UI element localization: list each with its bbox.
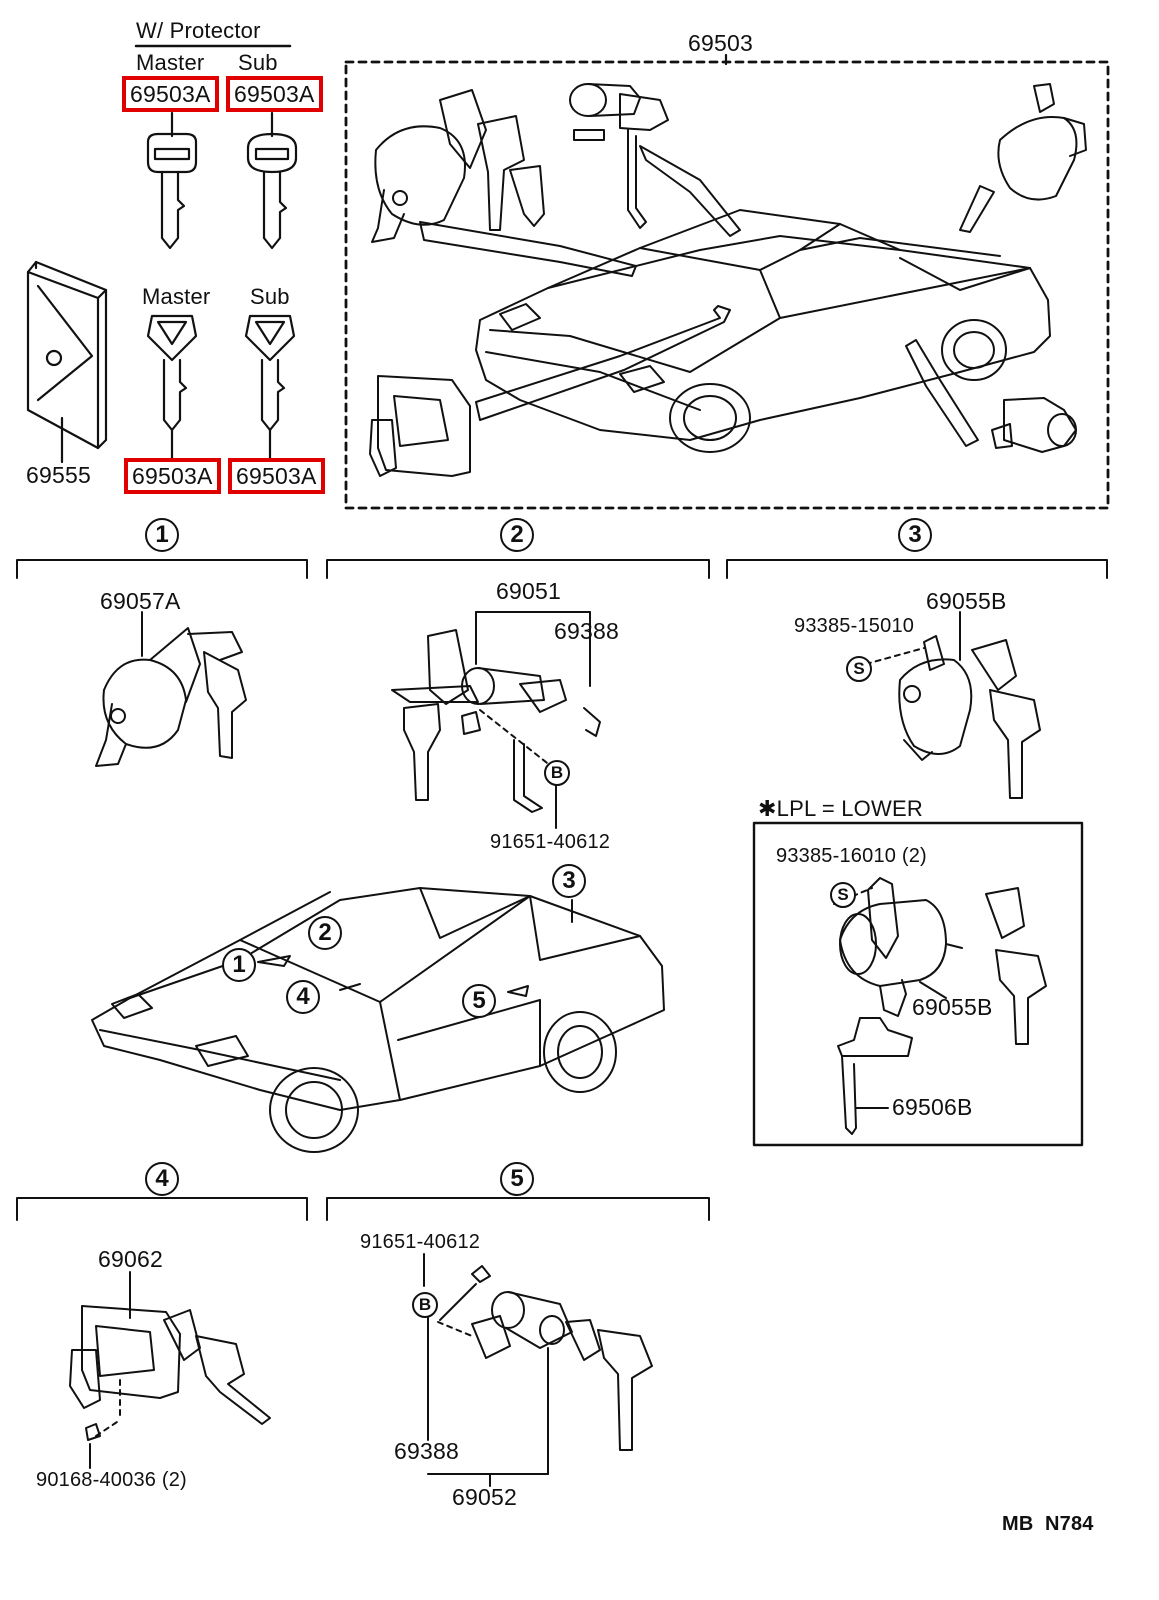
part-label-sub-bottom[interactable]: 69503A (228, 458, 325, 494)
section-number-2: 2 (500, 518, 534, 552)
part-label-90168-40036[interactable]: 90168-40036 (2) (36, 1469, 187, 1491)
part-69055B-upper (865, 611, 1041, 799)
callout-b-s2: B (544, 760, 570, 786)
protector-title: W/ Protector (136, 18, 261, 43)
car-callout-2[interactable]: 2 (308, 916, 342, 950)
part-label-69057A[interactable]: 69057A (100, 588, 181, 614)
part-label-91651-s5[interactable]: 91651-40612 (360, 1231, 481, 1253)
top-part-glovebox (369, 375, 471, 477)
key-sub-bottom (244, 314, 296, 460)
top-part-trunk (991, 397, 1077, 453)
top-car (475, 209, 1051, 453)
part-label-69055B-lower[interactable]: 69055B (912, 994, 993, 1020)
part-label-69052[interactable]: 69052 (452, 1484, 517, 1510)
top-part-hatch (997, 83, 1087, 201)
car-callout-1[interactable]: 1 (222, 948, 256, 982)
part-label-69051[interactable]: 69051 (496, 578, 561, 604)
top-part-door-lock (569, 83, 669, 229)
key-plate (26, 260, 108, 464)
lpl-title: ✱LPL = LOWER (758, 796, 923, 821)
car-callout-4[interactable]: 4 (286, 980, 320, 1014)
part-label-master-bottom[interactable]: 69503A (124, 458, 221, 494)
top-part-ignition (371, 89, 545, 243)
part-label-93385-16010[interactable]: 93385-16010 (2) (776, 845, 927, 867)
part-69051 (391, 611, 601, 829)
part-69055B-lower (833, 877, 1047, 1135)
part-69062 (69, 1271, 271, 1469)
top-arrows (419, 145, 995, 447)
part-label-93385-15010[interactable]: 93385-15010 (794, 615, 915, 637)
part-label-69062[interactable]: 69062 (98, 1246, 163, 1272)
section-number-1: 1 (145, 518, 179, 552)
car-callout-5[interactable]: 5 (462, 984, 496, 1018)
part-label-plate[interactable]: 69555 (26, 462, 91, 488)
section-number-5: 5 (500, 1162, 534, 1196)
part-label-69388-s2[interactable]: 69388 (554, 618, 619, 644)
part-69057A (95, 611, 247, 767)
set-dashed-box (344, 60, 1110, 510)
part-69052 (423, 1253, 653, 1487)
key-master-bottom (146, 314, 198, 460)
section-number-4: 4 (145, 1162, 179, 1196)
part-label-69506B[interactable]: 69506B (892, 1094, 973, 1120)
key-sub-top (246, 111, 298, 250)
lpl-box (752, 821, 1084, 1147)
sub-label-top: Sub (238, 50, 278, 75)
sub-label-bottom: Sub (250, 284, 290, 309)
callout-b-s5: B (412, 1292, 438, 1318)
part-label-master-top[interactable]: 69503A (122, 76, 219, 112)
callout-s-s3: S (846, 656, 872, 682)
master-label-bottom: Master (142, 284, 211, 309)
section-brackets (16, 559, 1108, 1221)
footer-code: MB N784 (1002, 1513, 1094, 1535)
master-label-top: Master (136, 50, 205, 75)
section-number-3: 3 (898, 518, 932, 552)
key-master-top (146, 111, 198, 250)
callout-s-lpl: S (830, 882, 856, 908)
part-label-set[interactable]: 69503 (688, 30, 753, 56)
part-label-69388-s5[interactable]: 69388 (394, 1438, 459, 1464)
part-label-69055B-upper[interactable]: 69055B (926, 588, 1007, 614)
part-label-91651-s2[interactable]: 91651-40612 (490, 831, 611, 853)
part-label-sub-top[interactable]: 69503A (226, 76, 323, 112)
car-callout-3[interactable]: 3 (552, 864, 586, 898)
middle-car (91, 887, 665, 1153)
